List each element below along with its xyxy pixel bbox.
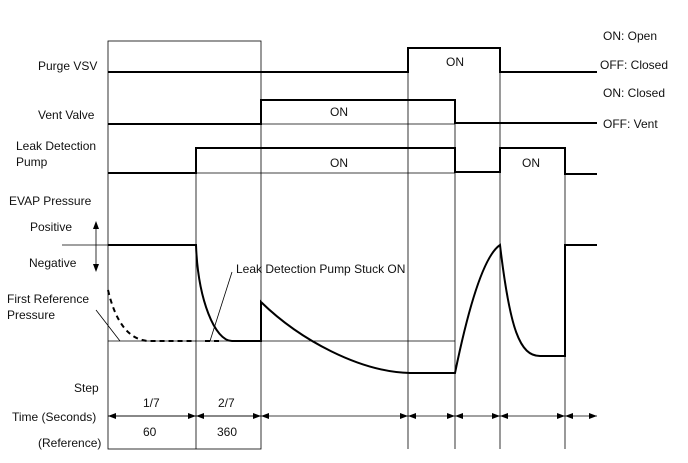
first-ref-label-line1: First Reference — [7, 292, 89, 306]
arrow-left-icon — [500, 413, 508, 419]
leak-pump-signal — [108, 147, 597, 175]
vent-valve-state-off: OFF: Vent — [603, 117, 658, 131]
first-reference-dashed-curve — [107, 289, 196, 342]
arrow-right-icon — [188, 413, 196, 419]
arrow-down-icon — [93, 264, 99, 272]
vent-valve-state-on: ON: Closed — [603, 86, 665, 100]
first-ref-label-line2: Pressure — [7, 308, 55, 322]
arrow-left-icon — [196, 413, 204, 419]
evap-pressure-curve — [108, 243, 597, 374]
arrow-right-icon — [557, 413, 565, 419]
time-1-value: 60 — [143, 425, 157, 439]
purge-vsv-signal — [108, 47, 597, 73]
arrow-left-icon — [261, 413, 269, 419]
vent-valve-signal — [108, 99, 597, 125]
arrow-left-icon — [565, 413, 573, 419]
arrow-right-icon — [447, 413, 455, 419]
leak-pump-on-text-1: ON — [330, 156, 348, 170]
purge-vsv-label: Purge VSV — [38, 59, 97, 73]
arrow-left-icon — [408, 413, 416, 419]
arrow-left-icon — [455, 413, 463, 419]
step-label: Step — [74, 381, 99, 395]
vent-valve-on-text: ON — [330, 105, 348, 119]
time-label: Time (Seconds) — [12, 410, 96, 424]
positive-label: Positive — [30, 220, 72, 234]
time-2-value: 360 — [217, 425, 237, 439]
negative-label: Negative — [29, 256, 77, 270]
arrow-right-icon — [589, 413, 597, 419]
step-2-value: 2/7 — [218, 396, 235, 410]
step-1-value: 1/7 — [143, 396, 160, 410]
purge-vsv-on-text: ON — [446, 55, 464, 69]
reference-label: (Reference) — [38, 436, 101, 450]
arrow-left-icon — [108, 413, 116, 419]
purge-vsv-state-off: OFF: Closed — [600, 58, 668, 72]
arrow-right-icon — [253, 413, 261, 419]
stuck-on-leader-line — [209, 271, 233, 342]
arrow-up-icon — [93, 221, 99, 229]
vent-valve-label: Vent Valve — [38, 108, 95, 122]
arrow-right-icon — [400, 413, 408, 419]
leak-pump-on-text-2: ON — [522, 156, 540, 170]
leak-pump-label-line2: Pump — [16, 155, 48, 169]
evap-pressure-label: EVAP Pressure — [9, 194, 92, 208]
purge-vsv-state-on: ON: Open — [603, 29, 657, 43]
leak-pump-label-line1: Leak Detection — [16, 139, 96, 153]
arrow-right-icon — [492, 413, 500, 419]
stuck-on-label: Leak Detection Pump Stuck ON — [236, 262, 405, 276]
first-ref-leader-line — [95, 309, 121, 342]
